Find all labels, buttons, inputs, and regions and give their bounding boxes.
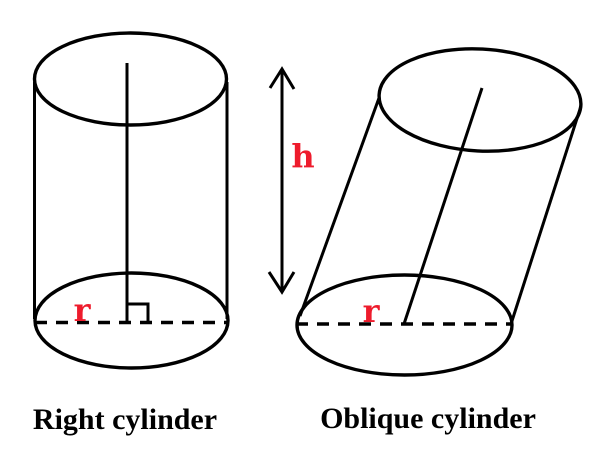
caption-oblique-cylinder: Oblique cylinder xyxy=(320,402,536,435)
arrowhead-down-icon xyxy=(267,271,296,295)
height-label: h xyxy=(291,137,314,175)
caption-right-cylinder: Right cylinder xyxy=(33,403,217,436)
right-cylinder-top-ellipse xyxy=(32,31,229,127)
radius-label-right-cylinder: r xyxy=(74,291,92,329)
radius-label-oblique-cylinder: r xyxy=(363,292,381,330)
oblique-cylinder-top-ellipse xyxy=(377,47,583,153)
right-cylinder-figure: r xyxy=(32,31,230,370)
arrowhead-up-icon xyxy=(268,66,296,90)
oblique-cylinder-left-side xyxy=(298,97,381,317)
height-arrow: h xyxy=(267,66,315,295)
oblique-cylinder-axis-line xyxy=(402,87,484,325)
oblique-cylinder-figure: r xyxy=(295,47,583,377)
right-angle-marker-icon xyxy=(127,302,150,322)
oblique-cylinder-right-side xyxy=(509,105,583,325)
right-cylinder-bottom-ellipse xyxy=(33,271,230,370)
